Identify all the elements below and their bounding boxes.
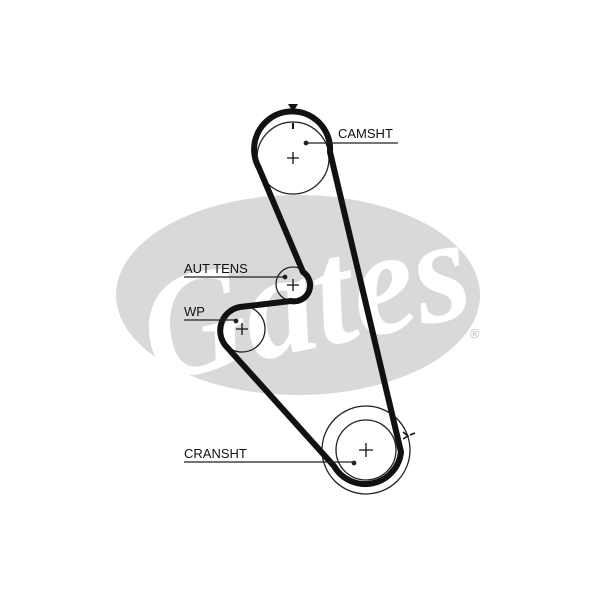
center-marks xyxy=(236,152,373,457)
logo-ellipse xyxy=(116,195,480,395)
camshaft-timing-arrow-icon xyxy=(288,104,298,112)
crankshaft-label: CRANSHT xyxy=(184,446,247,461)
water-pump-label: WP xyxy=(184,304,205,319)
registered-mark: ® xyxy=(470,326,480,341)
timing-belt xyxy=(217,108,404,488)
crankshaft-timing-mark xyxy=(402,431,416,440)
crankshaft-pulley-inner xyxy=(335,419,397,481)
tensioner-label: AUT TENS xyxy=(184,261,248,276)
camshaft-label: CAMSHT xyxy=(338,126,393,141)
